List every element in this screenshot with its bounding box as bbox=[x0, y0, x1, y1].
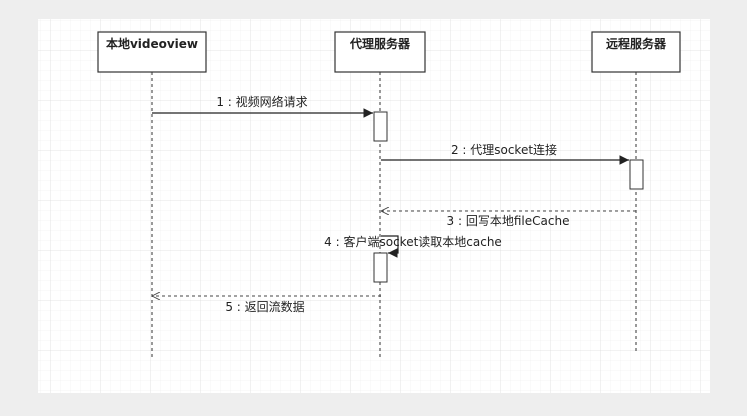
grid-background bbox=[38, 19, 710, 393]
lifelines bbox=[151, 72, 637, 357]
message-2-label: 2 : 代理socket连接 bbox=[451, 142, 557, 157]
participant-proxy-label: 代理服务器 bbox=[349, 36, 411, 51]
message-5-label: 5 : 返回流数据 bbox=[225, 299, 304, 314]
message-4[interactable]: 4 : 客户端socket读取本地cache bbox=[324, 234, 502, 258]
participant-proxy-box bbox=[334, 31, 426, 73]
message-4-label: 4 : 客户端socket读取本地cache bbox=[324, 234, 502, 249]
message-3-label: 3 : 回写本地fileCache bbox=[447, 214, 570, 228]
activations bbox=[373, 111, 644, 283]
participant-remote[interactable]: 远程服务器 bbox=[591, 31, 681, 73]
message-1[interactable]: 1 : 视频网络请求 bbox=[152, 94, 373, 118]
message-1-label: 1 : 视频网络请求 bbox=[216, 94, 307, 109]
activation-proxy-1[interactable] bbox=[373, 111, 388, 142]
participant-proxy[interactable]: 代理服务器 bbox=[334, 31, 426, 73]
activation-remote-1[interactable] bbox=[629, 159, 644, 190]
activation-proxy-2[interactable] bbox=[373, 252, 388, 283]
message-4-arrow bbox=[381, 235, 399, 258]
message-3[interactable]: 3 : 回写本地fileCache bbox=[381, 211, 636, 228]
message-5[interactable]: 5 : 返回流数据 bbox=[152, 296, 381, 314]
participant-local-box bbox=[97, 31, 207, 73]
participant-local-label: 本地videoview bbox=[106, 36, 198, 51]
participant-local[interactable]: 本地videoview bbox=[97, 31, 207, 73]
message-2[interactable]: 2 : 代理socket连接 bbox=[381, 142, 629, 165]
participant-remote-label: 远程服务器 bbox=[606, 36, 667, 51]
participant-remote-box bbox=[591, 31, 681, 73]
